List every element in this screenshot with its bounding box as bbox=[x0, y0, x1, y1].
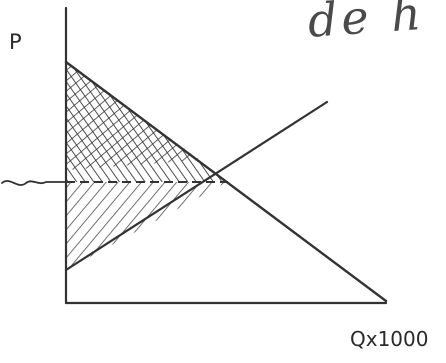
x-axis-label: Qx1000 bbox=[350, 327, 429, 351]
handwritten-note: de h bbox=[306, 0, 427, 48]
producer-surplus-region bbox=[66, 182, 227, 270]
consumer-surplus-region-overlay bbox=[66, 62, 200, 170]
supply-line bbox=[64, 100, 329, 272]
price-level-squiggle-mark bbox=[1, 180, 67, 186]
y-axis-label: P bbox=[9, 30, 22, 54]
